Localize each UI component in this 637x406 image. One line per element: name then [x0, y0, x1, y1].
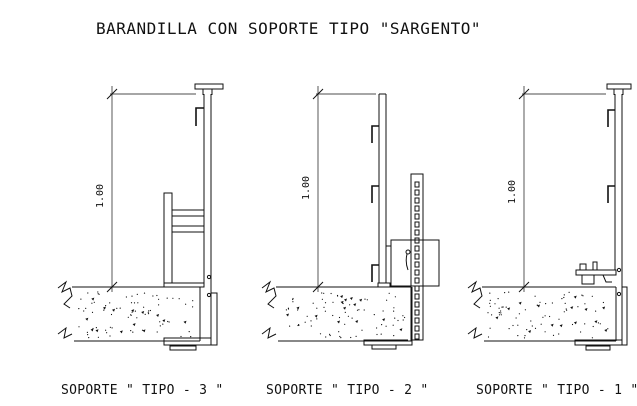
- clamp-pad: [371, 344, 397, 350]
- concrete-slab: [57, 280, 201, 342]
- handrail-cap: [194, 83, 224, 90]
- sargento-clamp: [163, 292, 218, 346]
- handrail-cap: [606, 83, 632, 90]
- detail-tipo-3: 1.00 SOPORTE " TIPO - 3 ": [57, 83, 224, 398]
- concrete-hatch: [285, 292, 406, 339]
- clamp-pad: [169, 345, 197, 351]
- height-dimension-label: 1.00: [95, 184, 106, 208]
- detail-caption: SOPORTE " TIPO - 3 ": [61, 383, 224, 398]
- clamp-pad: [585, 345, 611, 351]
- concrete-hatch: [78, 291, 194, 339]
- sargento-clamp: [363, 287, 413, 346]
- top-clamp-plate: [575, 269, 617, 276]
- detail-caption: SOPORTE " TIPO - 2 ": [266, 383, 429, 398]
- rail-hook: [607, 109, 615, 127]
- side-frame: [163, 192, 173, 288]
- height-dimension-label: 1.00: [507, 180, 518, 204]
- height-dimension: 1.00: [301, 86, 376, 293]
- rail-hook: [371, 125, 379, 143]
- clamp-box: [390, 239, 440, 287]
- rail-hook: [371, 185, 379, 203]
- rail-hook: [371, 264, 379, 282]
- concrete-slab: [467, 280, 617, 342]
- height-dimension: 1.00: [95, 86, 196, 293]
- sargento-clamp: [574, 286, 628, 346]
- rail-hook: [195, 107, 204, 126]
- drawing-title: BARANDILLA CON SOPORTE TIPO "SARGENTO": [96, 19, 481, 38]
- concrete-hatch: [487, 291, 609, 339]
- detail-tipo-2: 1.00 SOPORTE " TIPO - 2 ": [261, 86, 440, 398]
- detail-tipo-1: 1.00 SOPORTE " TIPO - 1 ": [467, 83, 637, 398]
- rail-hook: [607, 185, 615, 203]
- height-dimension: 1.00: [507, 86, 606, 293]
- bar-slots: [414, 181, 420, 340]
- detail-caption: SOPORTE " TIPO - 1 ": [476, 383, 637, 398]
- concrete-slab: [261, 280, 412, 342]
- height-dimension-label: 1.00: [301, 176, 312, 200]
